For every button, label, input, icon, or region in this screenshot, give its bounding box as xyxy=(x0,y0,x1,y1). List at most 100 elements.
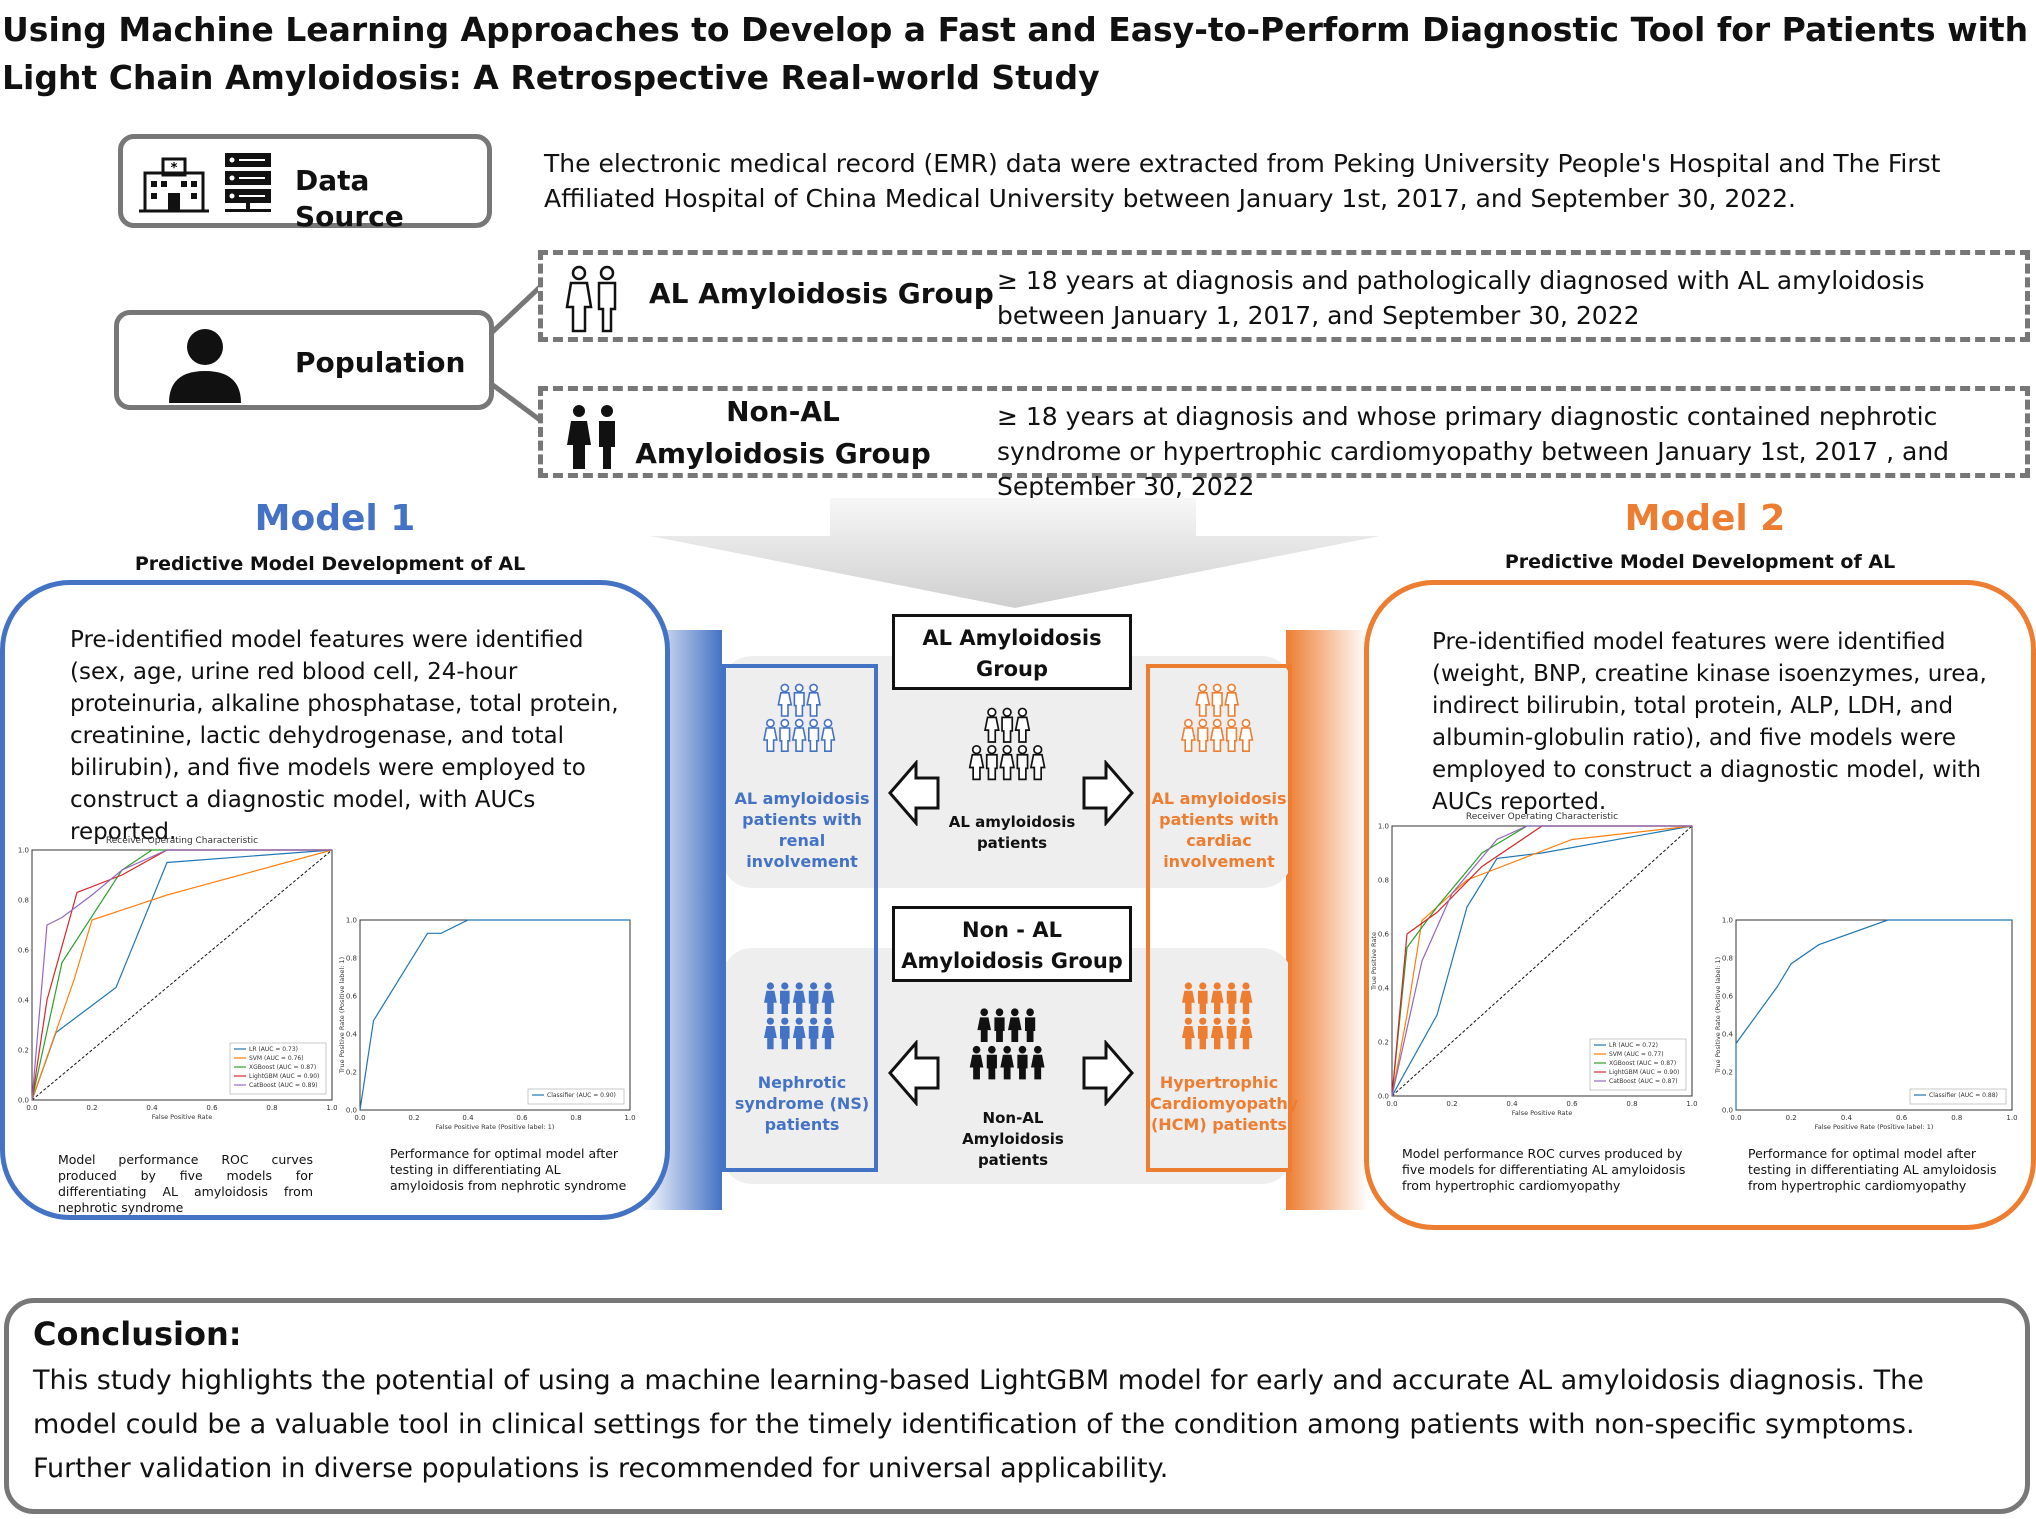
person-icon xyxy=(821,982,835,1014)
person-icon xyxy=(1226,718,1238,753)
arrow-right-bottom xyxy=(1082,1040,1134,1106)
y-tick-label: 1.0 xyxy=(346,917,357,925)
y-tick-label: 1.0 xyxy=(1378,823,1389,831)
person-icon xyxy=(820,718,836,753)
person-icon xyxy=(1210,1017,1224,1050)
svg-text:*: * xyxy=(171,161,178,176)
series-line xyxy=(359,919,630,1111)
model1-title: Model 1 xyxy=(254,498,416,539)
y-axis-label: True Positive Rate xyxy=(1370,932,1378,991)
right-gradient xyxy=(1286,630,1368,1210)
person-icon xyxy=(984,707,1000,743)
model2-features: Pre-identified model features were ident… xyxy=(1432,629,1987,815)
series-line xyxy=(1391,825,1692,1097)
person-icon xyxy=(977,1008,991,1042)
y-tick-label: 0.6 xyxy=(18,947,30,955)
y-tick-label: 1.0 xyxy=(1722,917,1733,925)
y-tick-label: 0.4 xyxy=(346,1031,358,1039)
y-tick-label: 0.8 xyxy=(346,955,357,963)
people-icons xyxy=(763,683,1254,1080)
legend-entry: LR (AUC = 0.73) xyxy=(249,1046,298,1053)
person-icon xyxy=(968,744,985,781)
x-tick-label: 0.8 xyxy=(266,1104,277,1112)
chance-line xyxy=(31,849,333,1101)
person-icon xyxy=(821,1017,835,1050)
server-icon xyxy=(225,153,271,212)
person-icon xyxy=(1209,718,1225,753)
x-tick-label: 0.4 xyxy=(462,1114,474,1122)
person-icon xyxy=(791,718,807,753)
al-patients-label: AL amyloidosis patients xyxy=(948,813,1076,852)
non-al-group-center-label: Non - AL Amyloidosis Group xyxy=(892,906,1132,982)
renal-box xyxy=(722,664,878,1172)
legend-entry: LR (AUC = 0.72) xyxy=(1609,1042,1658,1049)
person-icon xyxy=(1198,982,1208,1014)
model2-title: Model 2 xyxy=(1624,498,1786,539)
person-icon xyxy=(1008,1008,1022,1042)
x-tick-label: 0.6 xyxy=(516,1114,528,1122)
person-icon xyxy=(1198,1017,1208,1050)
legend-entry: Classifier (AUC = 0.90) xyxy=(547,1092,616,1099)
x-tick-label: 0.2 xyxy=(408,1114,419,1122)
legend-entry: LightGBM (AUC = 0.90) xyxy=(1609,1069,1679,1076)
y-tick-label: 1.0 xyxy=(18,847,29,855)
person-icon xyxy=(169,329,241,403)
population-label: Population xyxy=(295,346,466,379)
x-tick-label: 0.0 xyxy=(1730,1114,1741,1122)
person-icon xyxy=(1030,1045,1045,1080)
al-group-center-label: AL Amyloidosis Group xyxy=(892,614,1132,690)
hcm-label: Hypertrophic Cardiomyopathy (HCM) patien… xyxy=(1150,1073,1299,1134)
person-icon xyxy=(764,1017,777,1050)
down-funnel-arrow xyxy=(650,498,1380,608)
person-icon xyxy=(807,718,820,753)
person-icon xyxy=(1029,744,1046,781)
y-tick-label: 0.0 xyxy=(1378,1093,1389,1101)
y-tick-label: 0.4 xyxy=(18,997,30,1005)
person-icon xyxy=(764,982,777,1014)
y-tick-label: 0.2 xyxy=(346,1069,357,1077)
person-icon xyxy=(986,1045,997,1080)
non-al-group-label: Non-AL Amyloidosis Group xyxy=(635,395,931,470)
x-tick-label: 0.0 xyxy=(1386,1100,1397,1108)
y-tick-label: 0.2 xyxy=(1378,1039,1389,1047)
person-icon xyxy=(779,718,791,753)
conclusion-box: Conclusion: This study highlights the po… xyxy=(4,1298,2030,1514)
x-tick-label: 0.4 xyxy=(1841,1114,1853,1122)
legend-entry: CatBoost (AUC = 0.89) xyxy=(249,1082,318,1089)
legend-entry: Classifier (AUC = 0.88) xyxy=(1929,1092,1998,1099)
person-icon xyxy=(793,683,805,717)
x-tick-label: 0.2 xyxy=(1446,1100,1457,1108)
cardiac-box xyxy=(1146,664,1292,1172)
chart-title: Receiver Operating Characteristic xyxy=(106,836,258,846)
y-tick-label: 0.6 xyxy=(1378,931,1390,939)
x-axis-label: False Positive Rate (Positive label: 1) xyxy=(436,1123,555,1131)
person-icon xyxy=(994,1008,1005,1042)
x-tick-label: 1.0 xyxy=(1686,1100,1697,1108)
y-tick-label: 0.4 xyxy=(1378,985,1390,993)
person-icon xyxy=(792,982,806,1014)
x-tick-label: 1.0 xyxy=(624,1114,635,1122)
y-tick-label: 0.6 xyxy=(1722,993,1734,1001)
y-tick-label: 0.6 xyxy=(346,993,358,1001)
hospital-icon: * xyxy=(139,157,209,213)
model1-opt-caption: Performance for optimal model after test… xyxy=(390,1146,627,1193)
y-tick-label: 0.2 xyxy=(1722,1069,1733,1077)
model2-roc-caption: Model performance ROC curves produced by… xyxy=(1402,1146,1686,1193)
series-line xyxy=(31,849,333,1101)
person-icon xyxy=(999,744,1015,781)
cardiac-label: AL amyloidosis patients with cardiac inv… xyxy=(1151,789,1287,871)
model1-features: Pre-identified model features were ident… xyxy=(70,627,619,845)
data-source-box: * Data Source xyxy=(118,134,492,233)
person-icon xyxy=(808,1017,819,1050)
y-tick-label: 0.4 xyxy=(1722,1031,1734,1039)
person-icon xyxy=(985,744,998,781)
y-tick-label: 0.0 xyxy=(1722,1107,1733,1115)
person-icon xyxy=(763,718,778,753)
person-icon xyxy=(1195,683,1211,717)
person-icon xyxy=(780,1017,790,1050)
legend-entry: LightGBM (AUC = 0.90) xyxy=(249,1073,319,1080)
plot-frame xyxy=(1735,919,2013,1111)
person-icon xyxy=(1000,1045,1014,1080)
y-tick-label: 0.8 xyxy=(1378,877,1389,885)
person-icon xyxy=(780,982,790,1014)
